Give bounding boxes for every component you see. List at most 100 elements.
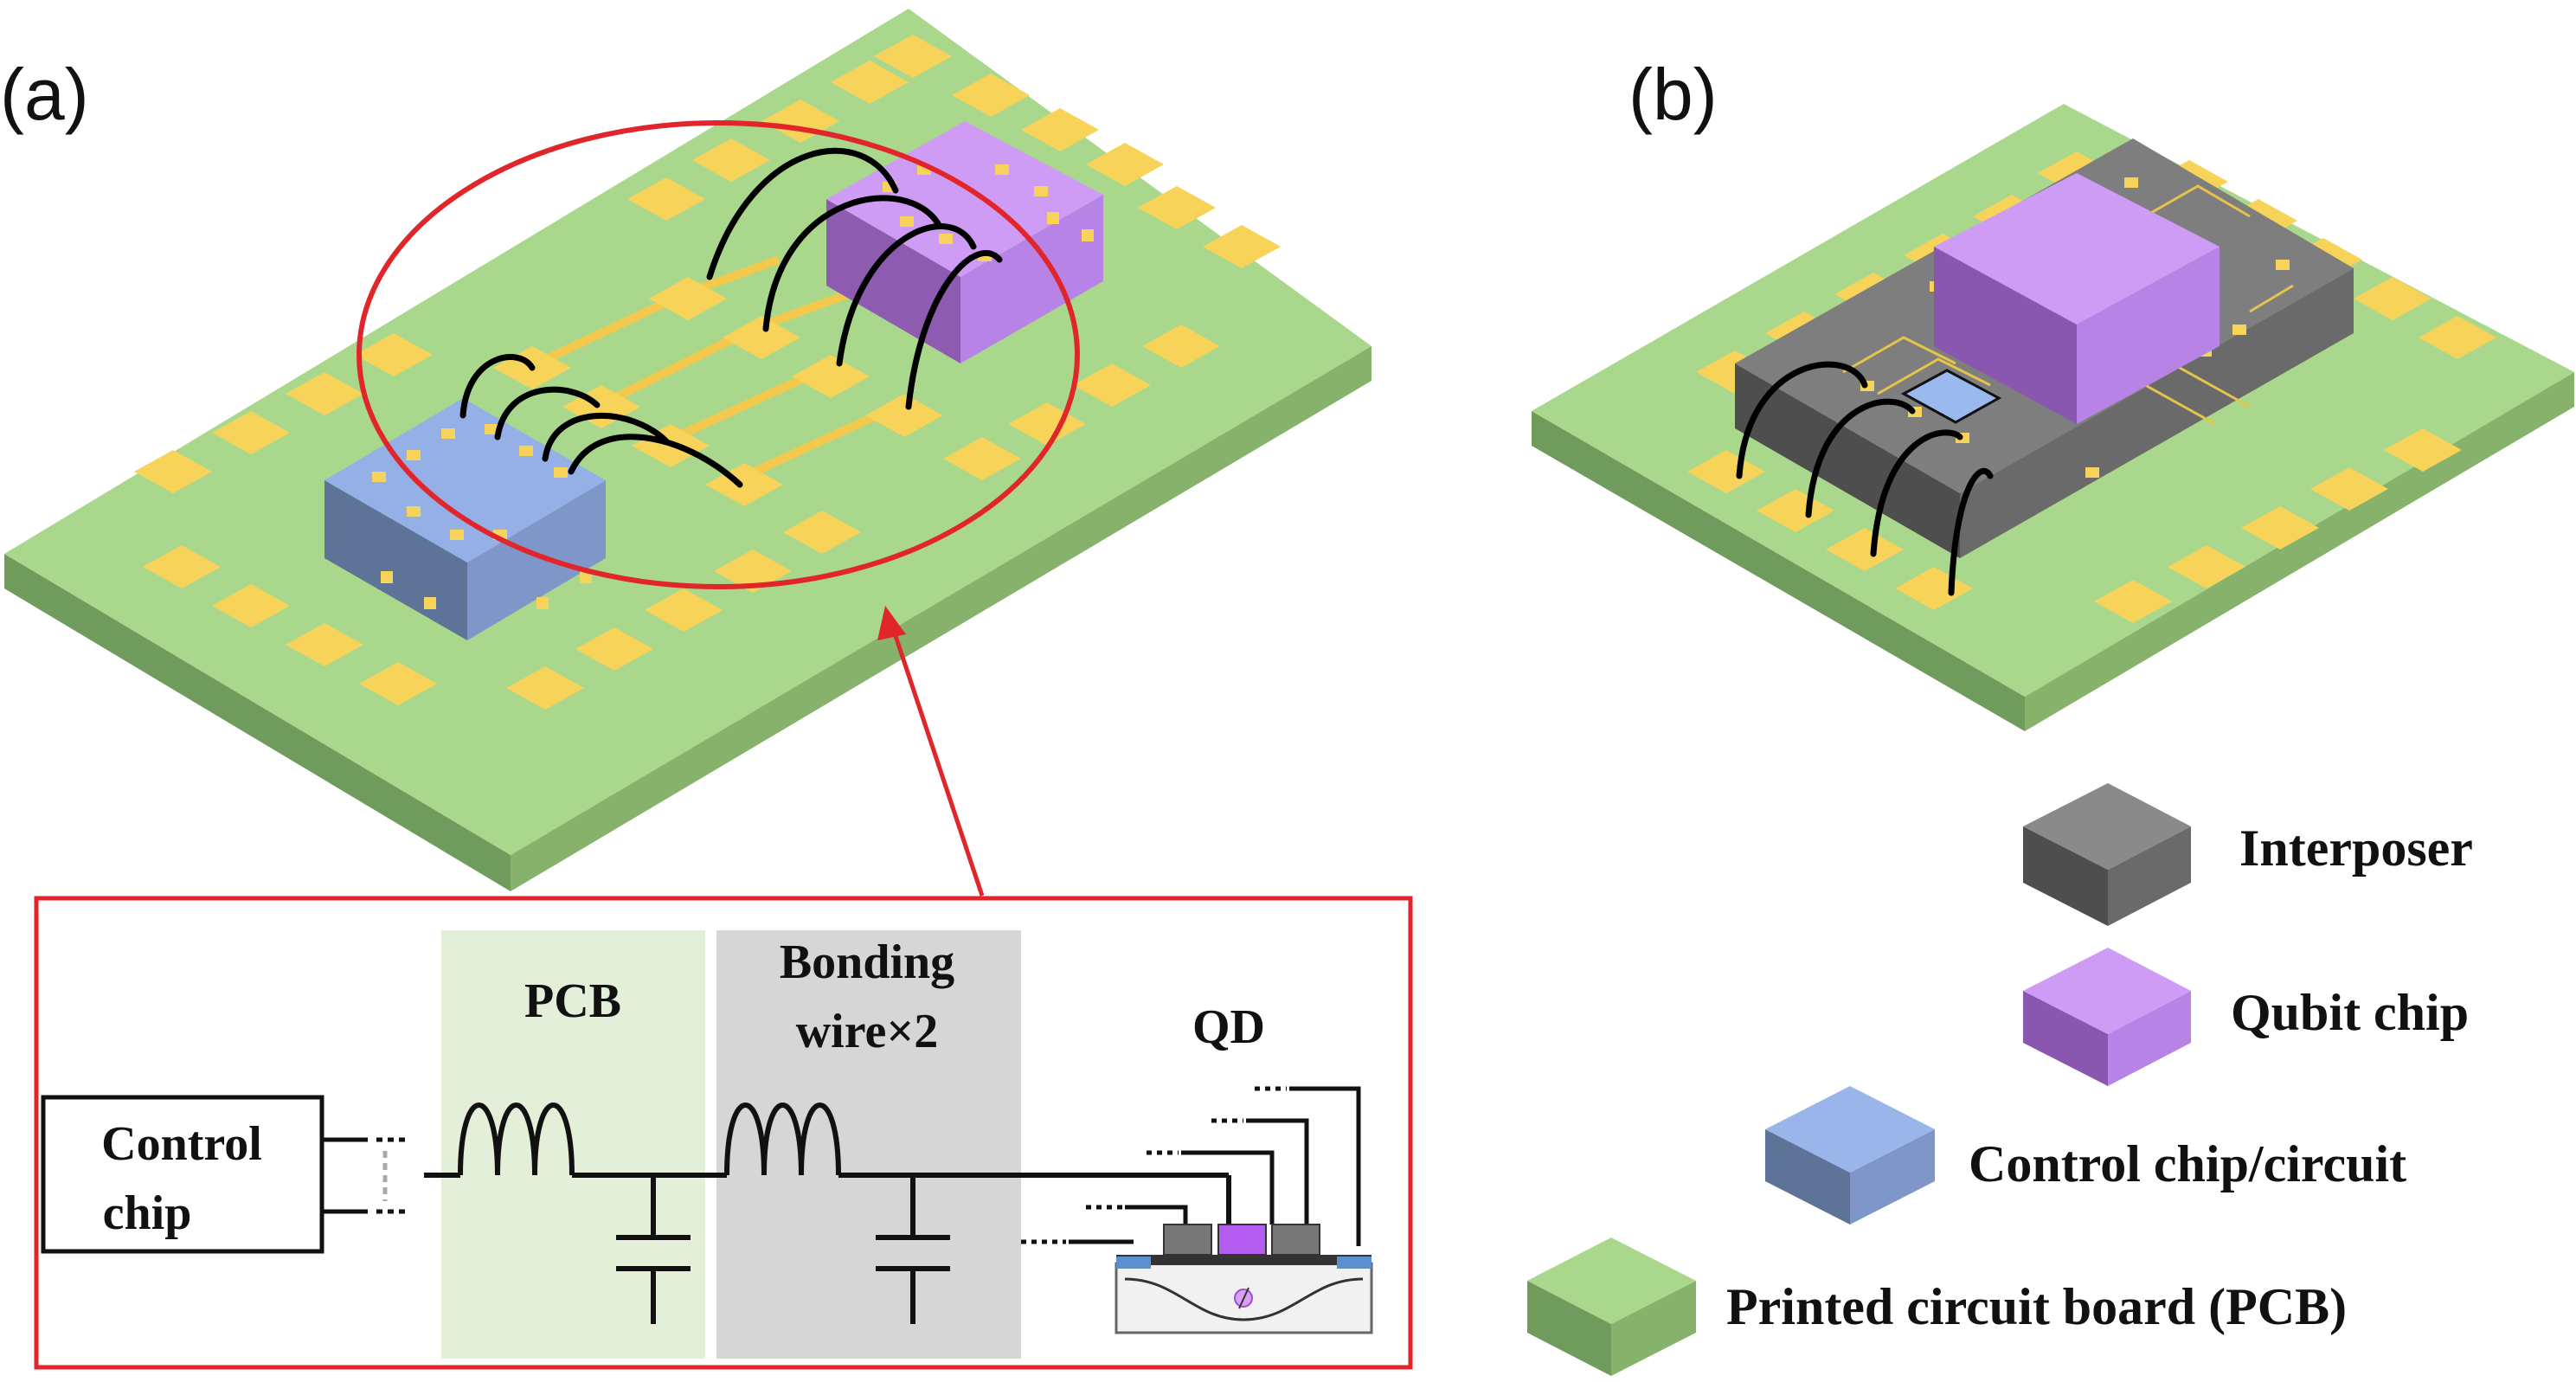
chip-pad (519, 446, 533, 456)
interposer-pad (2276, 260, 2290, 270)
pad (645, 588, 723, 632)
chip-pad (424, 597, 436, 609)
pad (1757, 489, 1834, 532)
pad (2384, 428, 2462, 472)
legend-label-qubit-chip: Qubit chip (2231, 984, 2469, 1041)
bonding-wire (1870, 429, 1963, 557)
interposer-pad (2085, 467, 2099, 478)
qd-gate-wires (1069, 1086, 1361, 1246)
bonding-wire (905, 249, 1003, 410)
control-chip-top-face (324, 398, 606, 562)
qd-gate-left (1163, 1224, 1212, 1256)
qubit-chip-b-left-face (1934, 247, 2077, 424)
chip-pad (407, 450, 421, 460)
legend-label-pcb: Printed circuit board (PCB) (1726, 1278, 2347, 1335)
bonding-capacitor (876, 1175, 950, 1324)
bonding-wires-a (459, 147, 1003, 488)
chip-pad (900, 216, 914, 227)
pcb-region (441, 930, 705, 1359)
pad (286, 372, 363, 415)
chip-pad (536, 597, 549, 609)
chip-pad (995, 164, 1009, 175)
legend-item-qubit-chip: Qubit chip (2023, 948, 2469, 1086)
pad (1826, 528, 1904, 571)
legend-label-interposer: Interposer (2239, 820, 2473, 877)
qd-gate-right (1271, 1224, 1320, 1256)
control-chip-box (41, 1095, 324, 1254)
trace (594, 325, 755, 411)
legend-label-control-chip: Control chip/circuit (1969, 1135, 2406, 1192)
pcb-inductor (458, 1102, 575, 1176)
pad (1142, 325, 1220, 368)
green-cube-icon (1527, 1237, 1696, 1376)
pad (2094, 580, 2172, 623)
highlight-arrow-line (889, 622, 985, 897)
bonding-wire (568, 434, 743, 488)
bonding-wire (706, 147, 899, 280)
pad (649, 277, 727, 320)
bonding-wires-b (1736, 361, 1994, 596)
pad (212, 584, 290, 627)
grey-cube-icon (2023, 783, 2191, 926)
pad (2168, 545, 2245, 588)
chip-pad (1047, 212, 1059, 224)
panel-b-label: (b) (1628, 54, 1718, 135)
signal-line (424, 1102, 1231, 1229)
pad (1138, 186, 1216, 229)
pcb-pads-a (134, 35, 1281, 710)
chip-pad (372, 472, 386, 482)
pad (1021, 108, 1099, 151)
pad (627, 177, 705, 221)
legend: Interposer Qubit chip Control chip/circu… (1527, 783, 2473, 1376)
pad (2310, 467, 2388, 511)
pad (2419, 316, 2496, 359)
qd-substrate (1115, 1262, 1373, 1334)
pad (792, 355, 870, 398)
trace (733, 402, 898, 485)
qd-oxide-layer (1116, 1255, 1372, 1265)
qd-gate-dots (1021, 1086, 1287, 1244)
chip-pad (554, 467, 568, 478)
trace (525, 290, 686, 372)
control-chip-label-line2: chip (103, 1186, 192, 1240)
chip-pad (407, 506, 421, 517)
pad (359, 662, 437, 705)
chip-pad (441, 428, 455, 439)
blue-cube-icon (1765, 1086, 1935, 1225)
pcb-board-b-front-left (1532, 411, 2025, 731)
qd-gate-plunger (1217, 1224, 1267, 1256)
control-chip-label-line1: Control (101, 1117, 262, 1171)
purple-cube-icon (2023, 948, 2191, 1086)
highlight-ellipse (357, 120, 1080, 589)
pad (692, 138, 770, 182)
pad (143, 545, 221, 588)
pad (1203, 225, 1281, 268)
pad (575, 627, 653, 671)
bonding-wire (542, 412, 670, 462)
interposer-right-face (1960, 268, 2354, 558)
pcb-board-a-front-right (511, 346, 1372, 891)
pad (2241, 506, 2319, 550)
pad (212, 411, 290, 454)
qubit-chip-b-top-face (1934, 173, 2219, 325)
pad (506, 666, 584, 710)
chip-pad (580, 571, 592, 583)
pcb-region-label: PCB (524, 974, 621, 1028)
pad (723, 316, 800, 359)
pad (874, 35, 952, 78)
chip-pad (1082, 229, 1094, 241)
pad (1086, 143, 1164, 186)
interposer-pad (2232, 325, 2246, 335)
panel-a-label: (a) (0, 54, 89, 135)
pcb-capacitor (616, 1175, 691, 1324)
pad (943, 437, 1021, 480)
circuit-inset: Control chip PCB Bonding wire×2 QD (34, 896, 1413, 1370)
legend-item-control-chip: Control chip/circuit (1765, 1086, 2406, 1225)
legend-item-pcb: Printed circuit board (PCB) (1527, 1237, 2347, 1376)
pad (286, 623, 363, 666)
bonding-wire (1805, 398, 1916, 518)
bonding-inductor (724, 1102, 841, 1176)
pad (783, 511, 861, 554)
chip-pad (1034, 186, 1048, 196)
